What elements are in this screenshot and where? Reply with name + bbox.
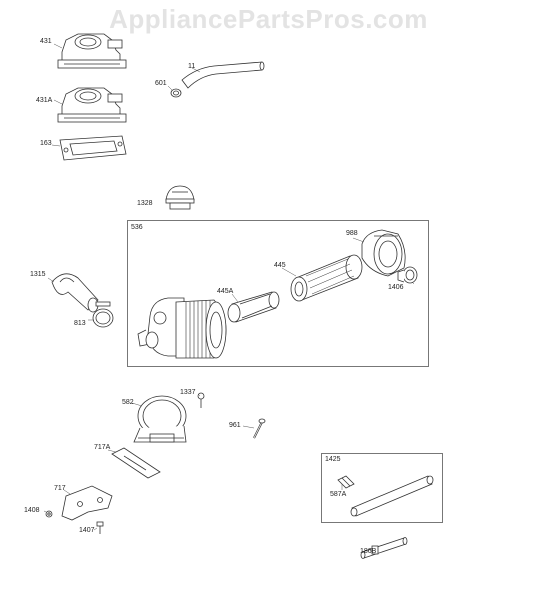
part-186b-tube[interactable]: [360, 537, 408, 559]
label-1337: 1337: [180, 389, 196, 396]
label-1407: 1407: [79, 527, 95, 534]
label-186b: 186B: [360, 548, 377, 555]
part-431a-adapter[interactable]: [57, 87, 127, 123]
label-961: 961: [229, 422, 241, 429]
label-988: 988: [346, 230, 358, 237]
part-1406-valve[interactable]: [397, 266, 418, 284]
part-1425-tube[interactable]: [350, 475, 434, 517]
label-1406: 1406: [388, 284, 404, 291]
label-163: 163: [40, 140, 52, 147]
label-445: 445: [274, 262, 286, 269]
label-587a: 587A: [330, 491, 347, 498]
part-163-gasket[interactable]: [59, 135, 127, 161]
watermark-logo: AppliancePartsPros.com: [109, 4, 428, 34]
air-cleaner-group-box: [127, 220, 429, 367]
label-536: 536: [131, 224, 143, 231]
part-1407-screw[interactable]: [96, 521, 104, 534]
part-988-cover[interactable]: [361, 229, 406, 277]
label-1425: 1425: [325, 456, 341, 463]
part-1315-elbow[interactable]: [51, 273, 99, 313]
part-445a-inner-filter[interactable]: [227, 291, 280, 323]
part-air-cleaner-housing[interactable]: [137, 297, 227, 359]
label-813: 813: [74, 320, 86, 327]
part-717a-plate[interactable]: [111, 447, 161, 479]
label-1408: 1408: [24, 507, 40, 514]
part-1408-nut[interactable]: [45, 510, 53, 518]
part-445-filter[interactable]: [290, 254, 363, 302]
part-1328-precleaner[interactable]: [165, 185, 195, 210]
label-445a: 445A: [217, 288, 234, 295]
label-431: 431: [40, 38, 52, 45]
part-601-clamp[interactable]: [170, 88, 182, 98]
part-431-adapter[interactable]: [57, 33, 127, 69]
leader-lines: [43, 43, 415, 531]
label-1315: 1315: [30, 271, 46, 278]
part-961-bolt[interactable]: [253, 418, 266, 439]
part-582-bracket[interactable]: [133, 395, 187, 443]
part-11-hose[interactable]: [181, 61, 265, 89]
part-813-clamp[interactable]: [92, 301, 114, 328]
label-431a: 431A: [36, 97, 53, 104]
part-717-bracket[interactable]: [61, 485, 113, 521]
label-1328: 1328: [137, 200, 153, 207]
label-717a: 717A: [94, 444, 111, 451]
label-11: 11: [188, 63, 196, 70]
label-717: 717: [54, 485, 66, 492]
label-601: 601: [155, 80, 167, 87]
part-1337-screw[interactable]: [197, 392, 205, 408]
part-587a-clip[interactable]: [337, 475, 355, 489]
label-582: 582: [122, 399, 134, 406]
tube-group-box: [321, 453, 443, 523]
